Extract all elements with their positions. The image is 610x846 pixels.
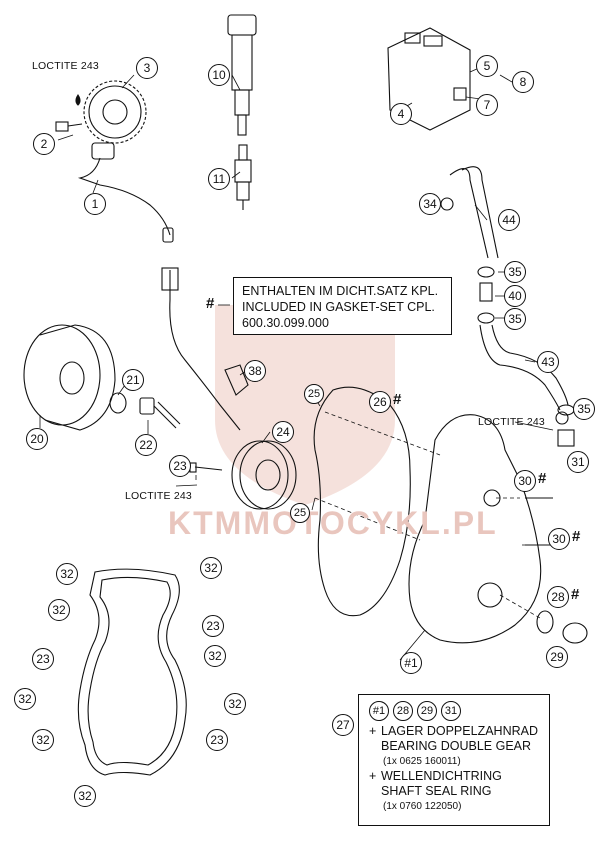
callout-27: 27 bbox=[332, 714, 354, 736]
pickup-sensor bbox=[77, 142, 174, 243]
flywheel bbox=[23, 324, 116, 431]
legend-item2-part: (1x 0760 122050) bbox=[383, 801, 462, 812]
callout-10: 10 bbox=[208, 64, 230, 86]
callout-8: 8 bbox=[512, 71, 534, 93]
callout-32g: 32 bbox=[32, 729, 54, 751]
loctite-label-3: LOCTITE 243 bbox=[125, 490, 192, 502]
legend-plus-1: + bbox=[369, 724, 377, 738]
callout-1: 1 bbox=[84, 193, 106, 215]
callout-4: 4 bbox=[390, 103, 412, 125]
callout-23b: 23 bbox=[32, 648, 54, 670]
callout-32h: 32 bbox=[74, 785, 96, 807]
callout-43: 43 bbox=[537, 351, 559, 373]
callout-23: 23 bbox=[169, 455, 191, 477]
legend-item1-en: BEARING DOUBLE GEAR bbox=[381, 739, 532, 753]
callout-25a: 25 bbox=[304, 384, 324, 404]
plug-29 bbox=[562, 622, 588, 644]
loctite-drop-1 bbox=[75, 94, 81, 106]
callout-30b: 30 bbox=[548, 528, 570, 550]
legend-item2-de: WELLENDICHTRING bbox=[381, 769, 502, 783]
legend-ref-29: 29 bbox=[417, 701, 437, 721]
callout-32b: 32 bbox=[200, 557, 222, 579]
legend-item1-part: (1x 0625 160011) bbox=[383, 756, 461, 767]
callout-34: 34 bbox=[419, 193, 441, 215]
callout-25b: 25 bbox=[290, 503, 310, 523]
callout-21: 21 bbox=[122, 369, 144, 391]
callout-32e: 32 bbox=[14, 688, 36, 710]
callout-30a: 30 bbox=[514, 470, 536, 492]
callout-22: 22 bbox=[135, 434, 157, 456]
screw-23 bbox=[189, 462, 223, 473]
callout-29: 29 bbox=[546, 646, 568, 668]
stator bbox=[161, 267, 297, 510]
callout-26-hash: # bbox=[393, 391, 402, 408]
callout-35c: 35 bbox=[573, 398, 595, 420]
callout-20: 20 bbox=[26, 428, 48, 450]
callout-1-hash: #1 bbox=[400, 652, 422, 674]
callout-32f: 32 bbox=[224, 693, 246, 715]
callout-3: 3 bbox=[136, 57, 158, 79]
loctite-label-1: LOCTITE 243 bbox=[32, 60, 99, 72]
callout-30b-hash: # bbox=[572, 528, 581, 545]
note-hash: # bbox=[206, 295, 215, 312]
sensor-38 bbox=[224, 364, 249, 396]
callout-30a-hash: # bbox=[538, 470, 547, 487]
note-line-1: ENTHALTEN IM DICHT.SATZ KPL. bbox=[242, 284, 439, 298]
callout-32a: 32 bbox=[56, 563, 78, 585]
callout-35a: 35 bbox=[504, 261, 526, 283]
spark-plug bbox=[234, 144, 252, 210]
callout-7: 7 bbox=[476, 94, 498, 116]
callout-28: 28 bbox=[547, 586, 569, 608]
callout-24: 24 bbox=[272, 421, 294, 443]
watermark-text: KTMMOTOCYKL.PL bbox=[168, 505, 498, 541]
legend-box: #1 28 29 31 + LAGER DOPPELZAHNRAD BEARING… bbox=[358, 694, 550, 826]
legend-plus-2: + bbox=[369, 769, 377, 783]
engine-case-gasket bbox=[77, 568, 187, 776]
note-line-3: 600.30.099.000 bbox=[242, 316, 329, 330]
seal-ring-28 bbox=[536, 610, 554, 634]
callout-28-hash: # bbox=[571, 586, 580, 603]
cover-gasket bbox=[313, 386, 411, 617]
callout-31: 31 bbox=[567, 451, 589, 473]
callout-38: 38 bbox=[244, 360, 266, 382]
legend-item2-en: SHAFT SEAL RING bbox=[381, 784, 492, 798]
callout-35b: 35 bbox=[504, 308, 526, 330]
washer-21 bbox=[109, 392, 127, 414]
callout-32d: 32 bbox=[204, 645, 226, 667]
callout-26: 26 bbox=[369, 391, 391, 413]
legend-ref-31: 31 bbox=[441, 701, 461, 721]
watermark-shield bbox=[215, 305, 395, 505]
loctite-label-2: LOCTITE 243 bbox=[478, 416, 545, 428]
callout-32c: 32 bbox=[48, 599, 70, 621]
legend-ref-28: 28 bbox=[393, 701, 413, 721]
callout-44: 44 bbox=[498, 209, 520, 231]
callout-2: 2 bbox=[33, 133, 55, 155]
legend-item1-de: LAGER DOPPELZAHNRAD bbox=[381, 724, 538, 738]
callout-23a: 23 bbox=[202, 615, 224, 637]
callout-23c: 23 bbox=[206, 729, 228, 751]
callout-11: 11 bbox=[208, 168, 230, 190]
callout-40: 40 bbox=[504, 285, 526, 307]
callout-5: 5 bbox=[476, 55, 498, 77]
screw-2 bbox=[55, 121, 83, 132]
bolt-22 bbox=[139, 397, 181, 429]
note-line-2: INCLUDED IN GASKET-SET CPL. bbox=[242, 300, 435, 314]
legend-ref-1: #1 bbox=[369, 701, 389, 721]
trigger-wheel bbox=[83, 80, 147, 144]
breather-hose bbox=[449, 166, 499, 259]
ignition-coil bbox=[227, 14, 257, 136]
gasket-set-note: ENTHALTEN IM DICHT.SATZ KPL. INCLUDED IN… bbox=[233, 277, 452, 335]
